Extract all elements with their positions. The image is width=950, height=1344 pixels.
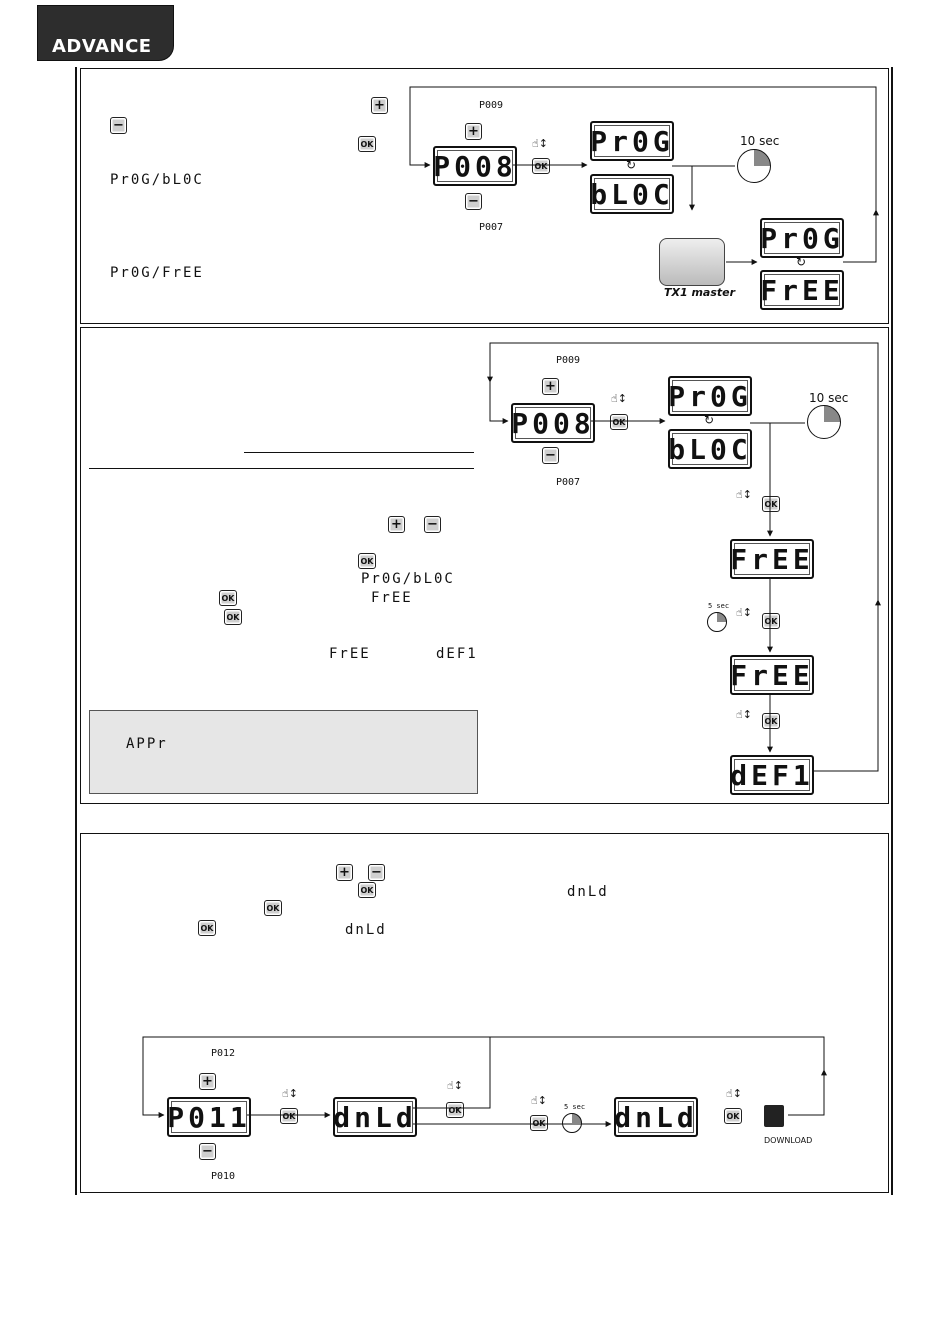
- ok-button[interactable]: OK: [198, 920, 216, 936]
- hand-press-icon: ☝↕: [532, 137, 548, 150]
- panel-1: [80, 68, 889, 324]
- left-rule: [75, 67, 77, 1195]
- minus-button[interactable]: −: [368, 864, 385, 881]
- minus-button[interactable]: −: [199, 1143, 216, 1160]
- clock-icon: [707, 612, 727, 632]
- underline-rule: [244, 452, 474, 453]
- clock-icon: [807, 405, 841, 439]
- hand-press-icon: ☝↕: [531, 1094, 547, 1107]
- tx1-label: TX1 master: [664, 286, 736, 299]
- display-bloc: bL0C: [590, 174, 674, 214]
- note-code: APPr: [126, 736, 168, 752]
- display-dnld: dnLd: [614, 1097, 698, 1137]
- display-def1: dEF1: [730, 755, 814, 795]
- code-free-2: FrEE: [329, 646, 371, 662]
- plus-button[interactable]: +: [388, 516, 405, 533]
- code-prog-bloc: Pr0G/bL0C: [110, 172, 204, 188]
- header-tab: ADVANCE: [38, 6, 173, 60]
- hand-press-icon: ☝↕: [736, 708, 752, 721]
- label-p009: P009: [479, 100, 504, 111]
- ok-button[interactable]: OK: [610, 414, 628, 430]
- small-timer-label: 5 sec: [564, 1103, 586, 1111]
- display-dnld-blink: dnLd: [333, 1097, 417, 1137]
- display-prog: Pr0G: [668, 376, 752, 416]
- display-free: FrEE: [730, 655, 814, 695]
- hand-press-icon: ☝↕: [736, 488, 752, 501]
- ok-button[interactable]: OK: [530, 1115, 548, 1131]
- label-p007: P007: [556, 477, 581, 488]
- small-timer-label: 5 sec: [708, 602, 730, 610]
- ok-button[interactable]: OK: [280, 1108, 298, 1124]
- hand-press-icon: ☝↕: [736, 606, 752, 619]
- hand-press-icon: ☝↕: [447, 1079, 463, 1092]
- section-divider: [89, 468, 474, 469]
- minus-button[interactable]: −: [110, 117, 127, 134]
- note-box: [89, 710, 478, 794]
- code-def1: dEF1: [436, 646, 478, 662]
- label-p007: P007: [479, 222, 504, 233]
- timer-label: 10 sec: [809, 391, 849, 405]
- right-rule: [891, 67, 893, 1195]
- display-p008: P008: [433, 146, 517, 186]
- cycle-icon: ↻: [704, 413, 715, 427]
- plus-button[interactable]: +: [371, 97, 388, 114]
- ok-button[interactable]: OK: [219, 590, 237, 606]
- code-free: FrEE: [371, 590, 413, 606]
- display-free-blink: FrEE: [730, 539, 814, 579]
- plus-button[interactable]: +: [199, 1073, 216, 1090]
- label-p012: P012: [211, 1048, 236, 1059]
- ok-button[interactable]: OK: [358, 553, 376, 569]
- code-prog-bloc: Pr0G/bL0C: [361, 571, 455, 587]
- floppy-download-icon: [764, 1105, 784, 1127]
- ok-button[interactable]: OK: [358, 882, 376, 898]
- code-dnld: dnLd: [567, 884, 609, 900]
- download-label: DOWNLOAD: [764, 1136, 813, 1145]
- ok-button[interactable]: OK: [264, 900, 282, 916]
- display-prog: Pr0G: [590, 121, 674, 161]
- ok-button[interactable]: OK: [224, 609, 242, 625]
- cycle-icon: ↻: [796, 255, 807, 269]
- plus-button[interactable]: +: [336, 864, 353, 881]
- minus-button[interactable]: −: [542, 447, 559, 464]
- ok-button[interactable]: OK: [358, 136, 376, 152]
- display-p011: P011: [167, 1097, 251, 1137]
- clock-icon: [737, 149, 771, 183]
- ok-button[interactable]: OK: [762, 496, 780, 512]
- ok-button[interactable]: OK: [446, 1102, 464, 1118]
- hand-press-icon: ☝↕: [726, 1087, 742, 1100]
- minus-button[interactable]: −: [424, 516, 441, 533]
- display-p008: P008: [511, 403, 595, 443]
- ok-button[interactable]: OK: [762, 713, 780, 729]
- ok-button[interactable]: OK: [532, 158, 550, 174]
- hand-press-icon: ☝↕: [282, 1087, 298, 1100]
- cycle-icon: ↻: [626, 158, 637, 172]
- code-dnld-2: dnLd: [345, 922, 387, 938]
- label-p009: P009: [556, 355, 581, 366]
- display-bloc: bL0C: [668, 429, 752, 469]
- timer-label: 10 sec: [740, 134, 780, 148]
- plus-button[interactable]: +: [542, 378, 559, 395]
- code-prog-free: Pr0G/FrEE: [110, 265, 204, 281]
- display-prog-2: Pr0G: [760, 218, 844, 258]
- minus-button[interactable]: −: [465, 193, 482, 210]
- header-title: ADVANCE: [52, 36, 152, 57]
- display-free: FrEE: [760, 270, 844, 310]
- tx1-remote-icon: [659, 238, 725, 286]
- label-p010: P010: [211, 1171, 236, 1182]
- plus-button[interactable]: +: [465, 123, 482, 140]
- ok-button[interactable]: OK: [724, 1108, 742, 1124]
- hand-press-icon: ☝↕: [611, 392, 627, 405]
- clock-icon: [562, 1113, 582, 1133]
- ok-button[interactable]: OK: [762, 613, 780, 629]
